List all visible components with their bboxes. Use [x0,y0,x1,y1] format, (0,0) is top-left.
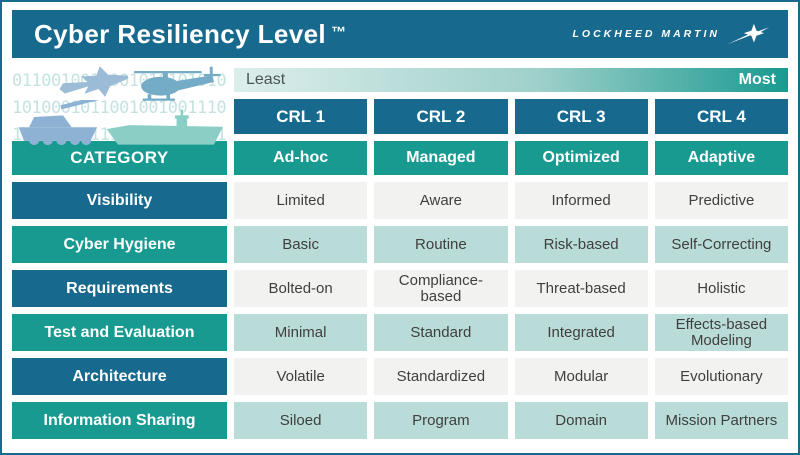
helicopter-icon [131,66,225,104]
lockheed-star-icon [726,22,770,46]
tank-icon [12,100,110,149]
table-cell: Holistic [654,270,788,307]
column-header-crl3: CRL 3 [514,99,648,134]
row-label-test-and-evaluation: Test and Evaluation [12,314,227,351]
scale-least-label: Least [246,71,286,88]
row-label-requirements: Requirements [12,270,227,307]
row-label-architecture: Architecture [12,358,227,395]
table-cell: Limited [234,182,368,219]
title-text: Cyber Resiliency Level [34,18,327,49]
table-cell: Informed [514,182,648,219]
table-cell: Routine [374,226,508,263]
table-cell: Siloed [234,402,368,439]
table-cell: Minimal [234,314,368,351]
binary-line: 1010001011001001001110 [12,98,227,118]
trademark-symbol: ™ [331,23,347,41]
table-cell: Program [374,402,508,439]
column-header-crl4: CRL 4 [654,99,788,134]
table-cell: Mission Partners [654,402,788,439]
crl-table: 0110010011001010101010 10100010110010010… [12,66,788,439]
table-cell: Modular [514,358,648,395]
maturity-managed: Managed [374,141,508,175]
table-cell: Standard [374,314,508,351]
maturity-scale-bar: Least Most [234,68,788,92]
table-cell: Self-Correcting [654,226,788,263]
table-cell: Predictive [654,182,788,219]
table-cell: Evolutionary [654,358,788,395]
military-assets-graphic: 0110010011001010101010 10100010110010010… [12,66,227,146]
table-cell: Domain [514,402,648,439]
table-cell: Effects-based Modeling [654,314,788,351]
table-cell: Volatile [234,358,368,395]
table-cell: Standardized [374,358,508,395]
brand-name: LOCKHEED MARTIN [572,28,720,40]
table-cell: Risk-based [514,226,648,263]
maturity-optimized: Optimized [514,141,648,175]
fighter-jet-icon [53,58,133,109]
ship-icon [105,108,227,147]
table-cell: Aware [374,182,508,219]
column-header-crl1: CRL 1 [234,99,368,134]
scale-most-label: Most [738,71,776,88]
maturity-adhoc: Ad-hoc [234,141,368,175]
table-cell: Basic [234,226,368,263]
table-cell: Integrated [514,314,648,351]
column-header-crl2: CRL 2 [374,99,508,134]
maturity-adaptive: Adaptive [654,141,788,175]
category-header: CATEGORY [12,141,227,175]
table-cell: Bolted-on [234,270,368,307]
row-label-information-sharing: Information Sharing [12,402,227,439]
row-label-visibility: Visibility [12,182,227,219]
row-label-cyber-hygiene: Cyber Hygiene [12,226,227,263]
table-cell: Threat-based [514,270,648,307]
table-cell: Compliance-based [374,270,508,307]
lockheed-martin-logo: LOCKHEED MARTIN [573,22,770,46]
